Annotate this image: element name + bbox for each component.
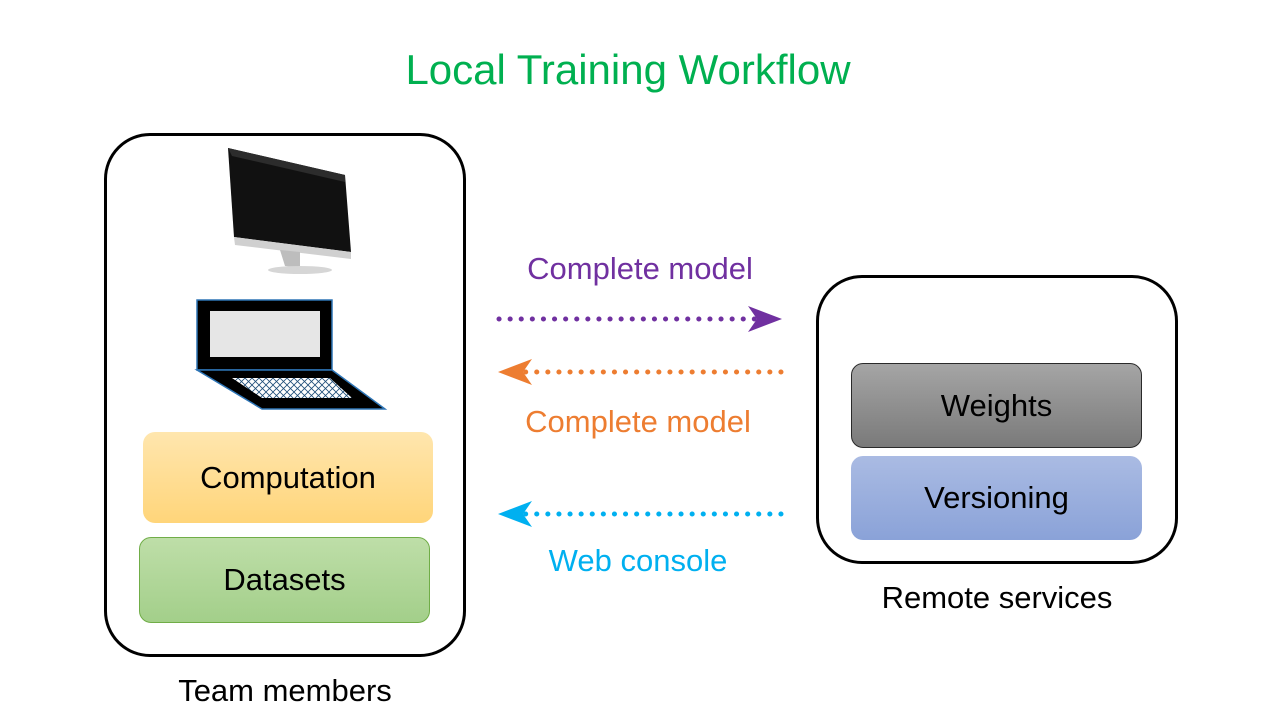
computation-block: Computation	[143, 432, 433, 523]
arrow-label-complete-model-out: Complete model	[527, 251, 753, 286]
versioning-block: Versioning	[851, 456, 1142, 540]
remote-services-label: Remote services	[881, 580, 1113, 615]
arrow-complete-model-left	[498, 359, 784, 385]
arrow-web-console-left	[498, 501, 784, 527]
arrow-complete-model-right	[496, 306, 782, 332]
weights-block: Weights	[851, 363, 1142, 448]
arrow-label-complete-model-in: Complete model	[525, 404, 751, 439]
arrow-label-web-console: Web console	[548, 543, 728, 578]
team-members-label: Team members	[178, 673, 392, 708]
datasets-block: Datasets	[139, 537, 430, 623]
diagram-title: Local Training Workflow	[405, 46, 851, 93]
